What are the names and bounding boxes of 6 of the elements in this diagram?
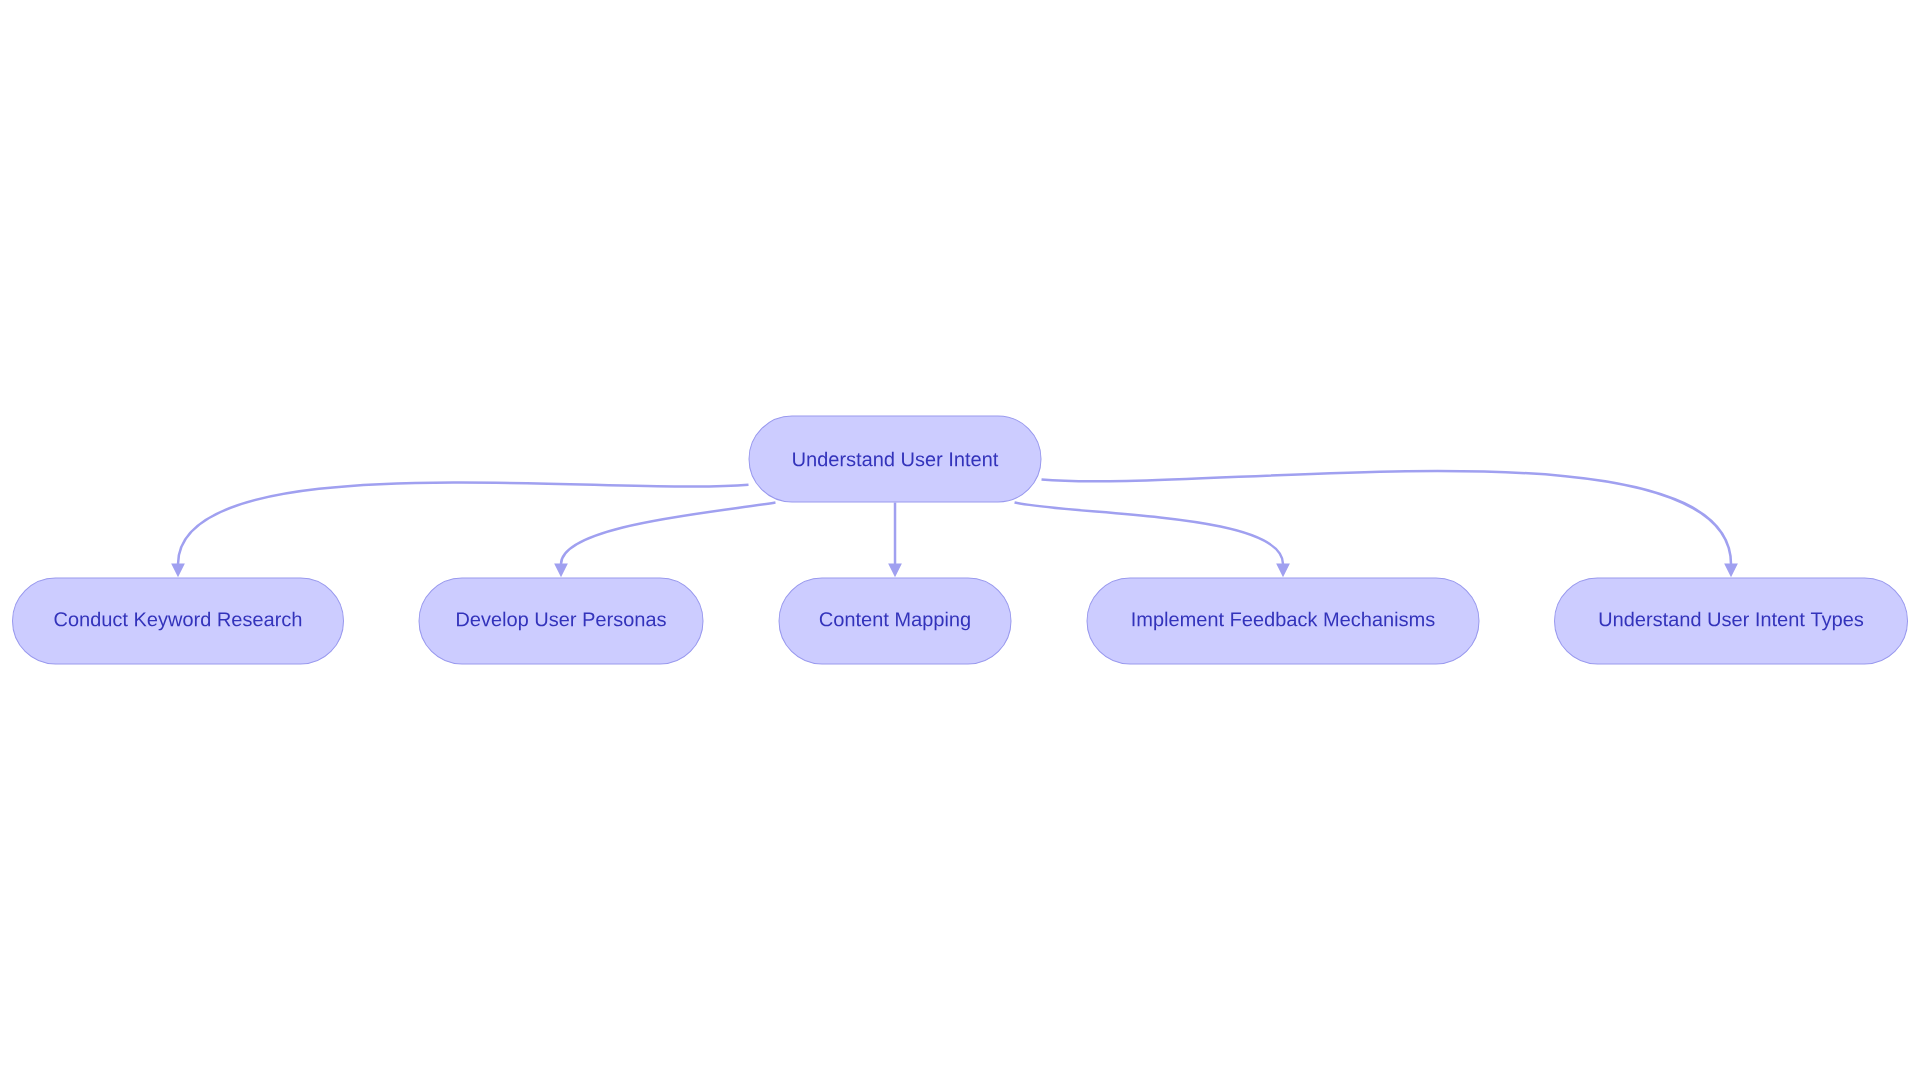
- process-box: Develop User Personas: [418, 577, 704, 665]
- process-box: Understand User Intent Types: [1554, 577, 1908, 665]
- process-box: Implement Feedback Mechanisms: [1086, 577, 1480, 665]
- process-box: Understand User Intent: [748, 415, 1042, 503]
- process-box: Content Mapping: [778, 577, 1012, 665]
- process-box: Conduct Keyword Research: [12, 577, 344, 665]
